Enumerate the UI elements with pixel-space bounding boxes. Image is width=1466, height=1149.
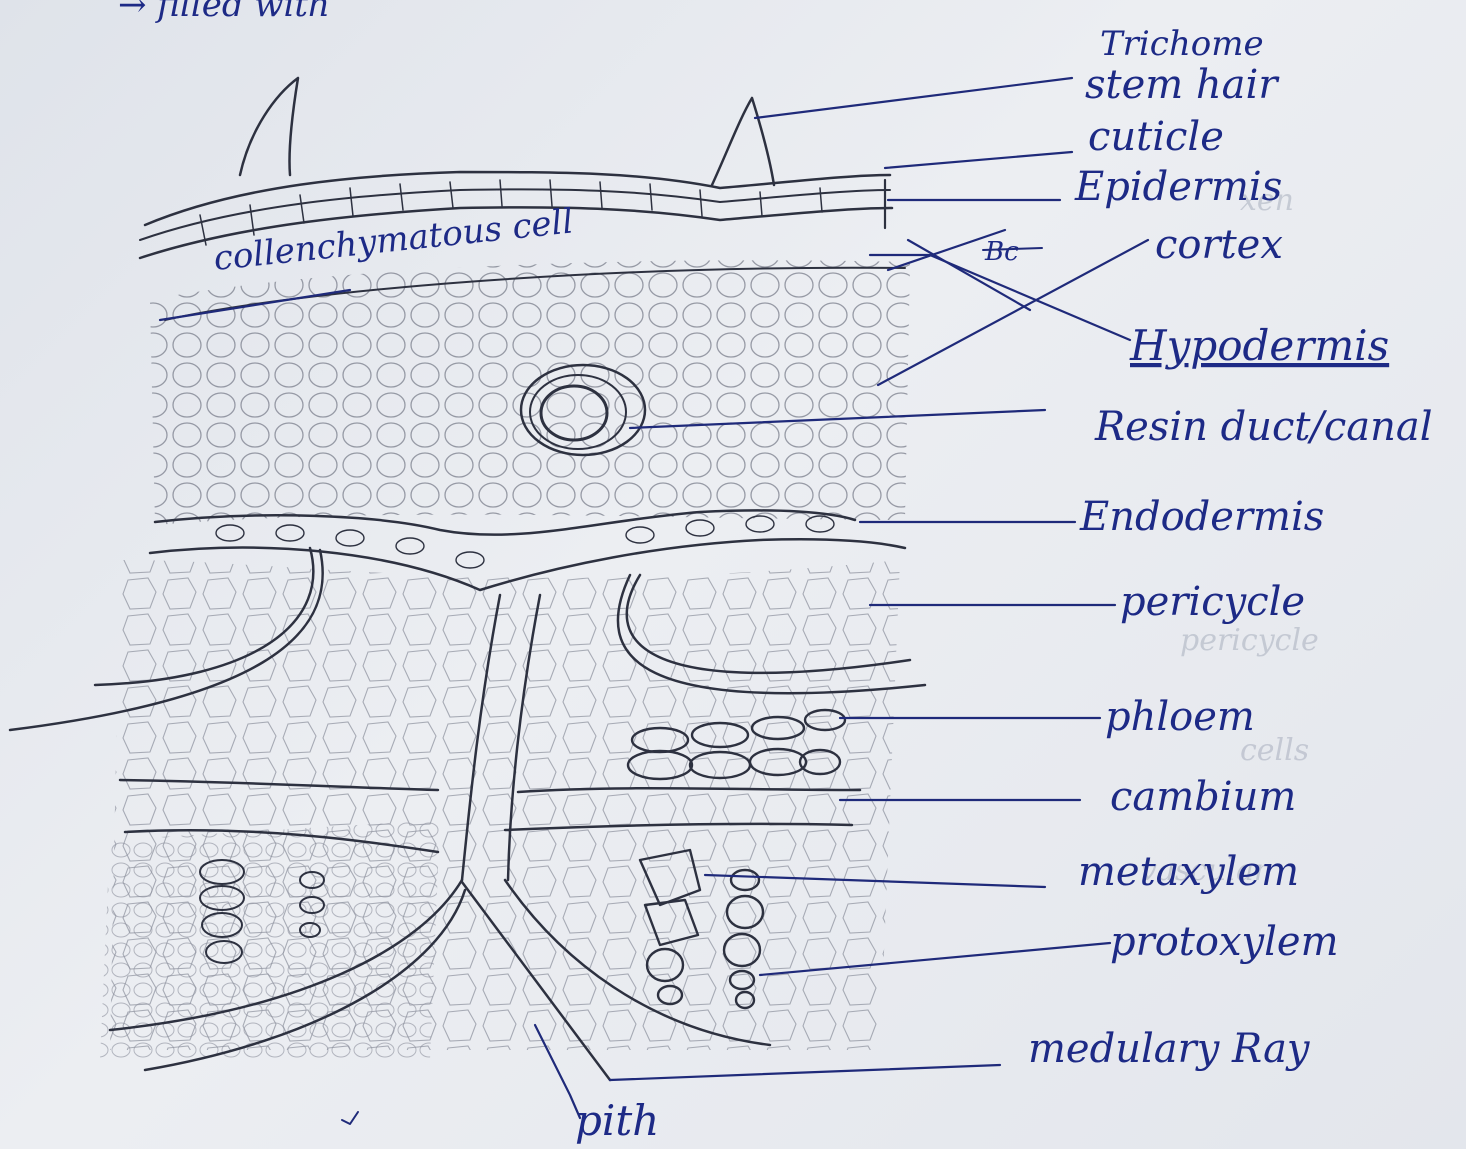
leader-cuticle	[885, 152, 1072, 168]
svg-text:pericycle: pericycle	[1180, 623, 1319, 658]
label-cortex: cortex	[1155, 222, 1283, 268]
label-cuticle: cuticle	[1088, 114, 1224, 160]
label-metaxylem: metaxylem	[1078, 849, 1299, 895]
label-hypodermis: Hypodermis	[1129, 321, 1389, 370]
trichome-left	[240, 78, 298, 175]
cortex-cells	[150, 260, 910, 525]
label-protoxylem: protoxylem	[1110, 919, 1339, 965]
label-resin-duct: Resin duct/canal	[1094, 404, 1433, 450]
leader-medullary-ray	[610, 1065, 1000, 1080]
label-cambium: cambium	[1110, 774, 1296, 820]
label-pericycle: pericycle	[1120, 579, 1305, 625]
label-endodermis: Endodermis	[1079, 494, 1324, 540]
label-pith: pith	[575, 1096, 659, 1145]
tick-mark	[342, 1112, 358, 1124]
leader-stem-hair	[755, 78, 1072, 118]
strikeout-scribble: Bc	[984, 237, 1019, 267]
label-medullary-ray: medulary Ray	[1028, 1026, 1311, 1072]
label-trichome: Trichome	[1100, 24, 1264, 64]
label-epidermis: Epidermis	[1074, 164, 1282, 210]
heading-fragment: → filled with	[118, 0, 330, 25]
trichome-right	[712, 98, 774, 185]
label-stem-hair: stem hair	[1085, 62, 1280, 108]
label-phloem: phloem	[1105, 694, 1255, 740]
